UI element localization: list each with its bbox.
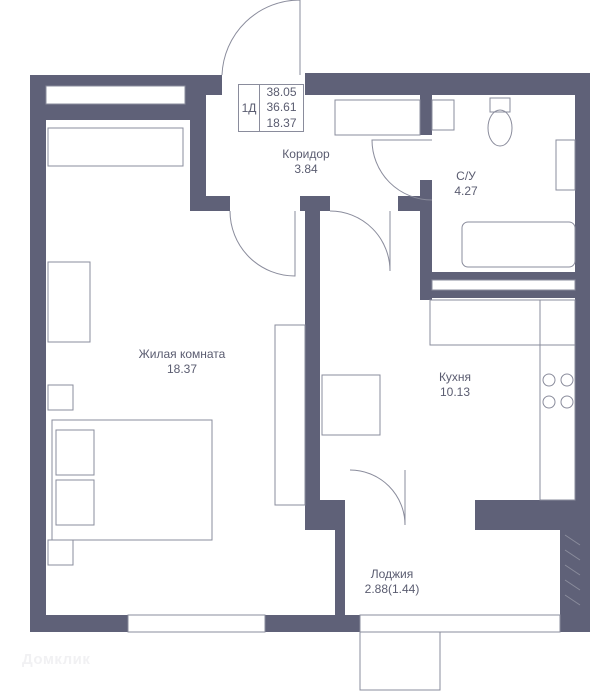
living-area: 18.37 <box>266 115 297 130</box>
walls <box>30 73 590 632</box>
wardrobe <box>274 324 306 506</box>
room-name: Кухня <box>438 370 472 384</box>
counter <box>429 299 541 346</box>
entrance-door <box>221 0 301 76</box>
balcony-outline <box>359 631 441 691</box>
room-name: Коридор <box>282 147 330 161</box>
living-total-area: 36.61 <box>266 100 297 115</box>
dining-table <box>321 374 381 436</box>
room-name: Жилая комната <box>138 347 226 361</box>
room-area: 3.84 <box>294 162 318 176</box>
room-bathroom: С/У 4.27 <box>454 169 477 199</box>
windows <box>45 85 576 633</box>
room-kitchen: Кухня 10.13 <box>439 370 471 400</box>
desk <box>47 261 91 343</box>
furniture <box>47 0 581 691</box>
room-name: Лоджия <box>370 567 414 581</box>
room-area: 4.27 <box>454 184 478 198</box>
room-loggia: Лоджия 2.88(1.44) <box>365 567 420 597</box>
room-name: С/У <box>456 169 476 183</box>
apartment-summary: 1Д 38.05 36.61 18.37 <box>238 84 304 132</box>
sink <box>555 139 576 191</box>
watermark: Домклик <box>22 651 91 668</box>
room-living: Жилая комната 18.37 <box>139 347 226 377</box>
room-area: 10.13 <box>439 385 471 399</box>
room-area: 18.37 <box>166 362 198 376</box>
bed <box>51 419 213 541</box>
toilet <box>487 109 513 147</box>
room-area: 2.88(1.44) <box>364 582 420 596</box>
bathtub <box>461 221 576 268</box>
total-area: 38.05 <box>266 85 297 100</box>
apartment-type: 1Д <box>239 85 260 131</box>
room-corridor: Коридор 3.84 <box>282 147 329 177</box>
